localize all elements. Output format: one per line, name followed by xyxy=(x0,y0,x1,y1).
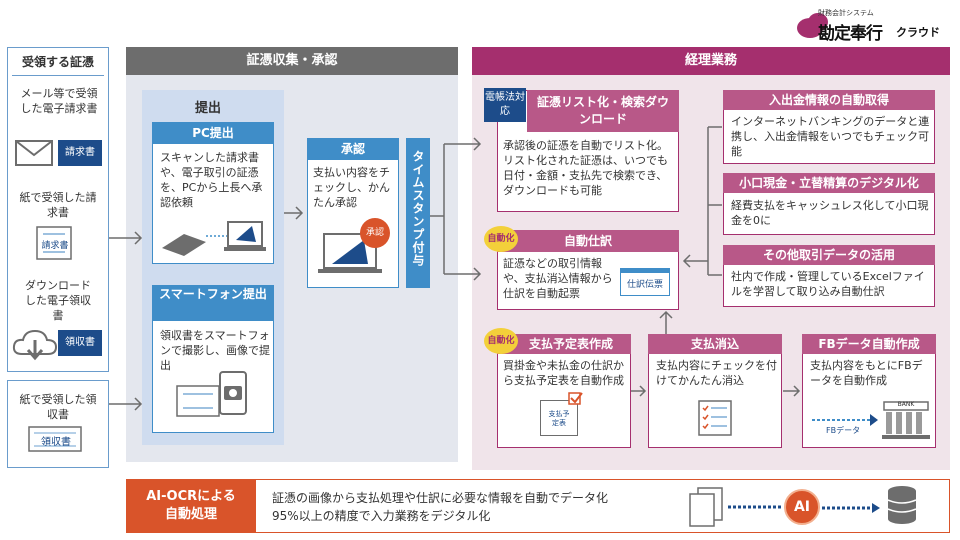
other-data-header: その他取引データの活用 xyxy=(723,245,935,265)
ai-ocr-label: AI-OCRによる自動処理 xyxy=(126,479,256,533)
email-invoice-label: メール等で受領した電子請求書 xyxy=(20,87,98,115)
arrow-schedule-to-clear xyxy=(631,385,647,397)
paper-invoice-tag: 請求書 xyxy=(41,241,69,251)
cloud-download-icon xyxy=(12,329,58,361)
arrow-left-to-submit xyxy=(109,231,143,245)
payment-schedule-text: 買掛金や未払金の仕訳から支払予定表を自動作成 xyxy=(503,359,624,387)
flow-dots-right xyxy=(822,503,880,513)
submit-title: 提出 xyxy=(195,101,222,116)
logo: 財務会計システム 勘定奉行 クラウド xyxy=(796,8,956,44)
fb-data-header: FBデータ自動作成 xyxy=(802,334,936,354)
approve-header: 承認 xyxy=(307,138,399,160)
auto-journal-header: 自動仕訳 xyxy=(497,230,679,252)
other-data-text: 社内で作成・管理しているExcelファイルを学習して取り込み自動仕訳 xyxy=(731,270,925,298)
fb-data-text: 支払内容をもとにFBデータを自動作成 xyxy=(810,359,923,387)
ai-ocr-line1: 証憑の画像から支払処理や仕訳に必要な情報を自動でデータ化 xyxy=(272,491,609,505)
schedule-doc-label: 支払予定表 xyxy=(548,410,570,427)
deposit-info-text: インターネットバンキングのデータと連携し、入出金情報をいつでもチェック可能 xyxy=(731,115,930,158)
arrow-submit-to-approve xyxy=(284,206,304,220)
petty-cash-header: 小口現金・立替精算のデジタル化 xyxy=(723,173,935,193)
smartphone-submit-header: スマートフォン提出 xyxy=(152,285,274,321)
invoice-tag: 請求書 xyxy=(58,140,102,166)
received-documents-panel xyxy=(7,47,109,372)
payment-clear-text: 支払内容にチェックを付けてかんたん消込 xyxy=(656,359,777,387)
timestamp-bar xyxy=(406,138,430,288)
journal-slip-icon xyxy=(620,268,670,296)
arrow-receipt-to-submit xyxy=(109,397,143,411)
paper-receipt-icon xyxy=(28,426,82,452)
ai-ocr-line2: 95%以上の精度で入力業務をデジタル化 xyxy=(272,509,491,523)
receipt-tag: 領収書 xyxy=(58,330,102,356)
evidence-list-header: 証憑リスト化・検索ダウンロード xyxy=(527,90,679,132)
pc-submit-text: スキャンした請求書や、電子取引の証憑を、PCから上長へ承認依頼 xyxy=(160,151,263,209)
ai-badge: AI xyxy=(784,489,820,525)
evidence-list-text: 承認後の証憑を自動でリスト化。リスト化された証憑は、いつでも日付・金額・支払先で… xyxy=(503,139,668,197)
approve-stamp: 承認 xyxy=(360,218,390,248)
paper-receipt-label: 紙で受領した領収書 xyxy=(19,393,97,421)
logo-main: 勘定奉行 xyxy=(818,24,883,44)
arrow-clear-to-journal xyxy=(659,310,673,334)
database-icon xyxy=(887,486,917,524)
arrow-clear-to-fb xyxy=(783,385,801,397)
paper-invoice-icon xyxy=(36,226,72,260)
deposit-info-header: 入出金情報の自動取得 xyxy=(723,90,935,110)
received-documents-title: 受領する証憑 xyxy=(21,55,94,69)
smartphone-submit-text: 領収書をスマートフォンで撮影し、画像で提出 xyxy=(160,329,270,372)
logo-sub: 財務会計システム xyxy=(818,9,874,17)
auto-badge-schedule: 自動化 xyxy=(484,328,518,354)
payment-clear-header: 支払消込 xyxy=(648,334,782,354)
auto-journal-text: 証憑などの取引情報や、支払消込情報から仕訳を自動起票 xyxy=(503,257,613,300)
journal-slip-label: 仕訳伝票 xyxy=(626,280,663,290)
timestamp-label: タイムスタンプ付与 xyxy=(411,150,425,267)
flow-dots-left xyxy=(728,505,782,509)
collection-header: 証憑収集・承認 xyxy=(126,47,458,75)
checkmark-icon xyxy=(568,392,583,405)
checklist-icon xyxy=(698,400,732,436)
bank-label: BANK xyxy=(897,401,915,408)
petty-cash-text: 経費支払をキャッシュレス化して小口現金を0に xyxy=(731,199,929,227)
documents-icon xyxy=(689,487,723,527)
paper-receipt-tag: 領収書 xyxy=(41,437,71,448)
bank-icon xyxy=(882,401,930,439)
approve-text: 支払い内容をチェックし、かんたん承認 xyxy=(313,166,390,209)
dencho-badge: 電帳法対応 xyxy=(484,88,526,122)
arrow-right-group-to-journal xyxy=(682,126,722,276)
pc-submit-header: PC提出 xyxy=(152,122,274,144)
paper-receipt-panel xyxy=(7,380,109,468)
fb-data-label: FBデータ xyxy=(826,426,861,435)
smartphone-camera-icon xyxy=(176,371,247,417)
paper-invoice-label: 紙で受領した請求書 xyxy=(19,191,97,219)
logo-suffix: クラウド xyxy=(896,26,940,39)
envelope-icon xyxy=(15,140,53,166)
logo-cloud-icon xyxy=(797,13,828,38)
download-receipt-label: ダウンロードした電子領収書 xyxy=(25,279,91,322)
schedule-doc-icon xyxy=(540,400,578,436)
fb-transfer-icon xyxy=(812,414,878,426)
scanner-pc-icon xyxy=(162,221,266,256)
auto-badge-journal: 自動化 xyxy=(484,226,518,252)
payment-schedule-header: 支払予定表作成 xyxy=(497,334,631,354)
arrow-timestamp-branch xyxy=(430,137,482,281)
accounting-header: 経理業務 xyxy=(472,47,950,75)
